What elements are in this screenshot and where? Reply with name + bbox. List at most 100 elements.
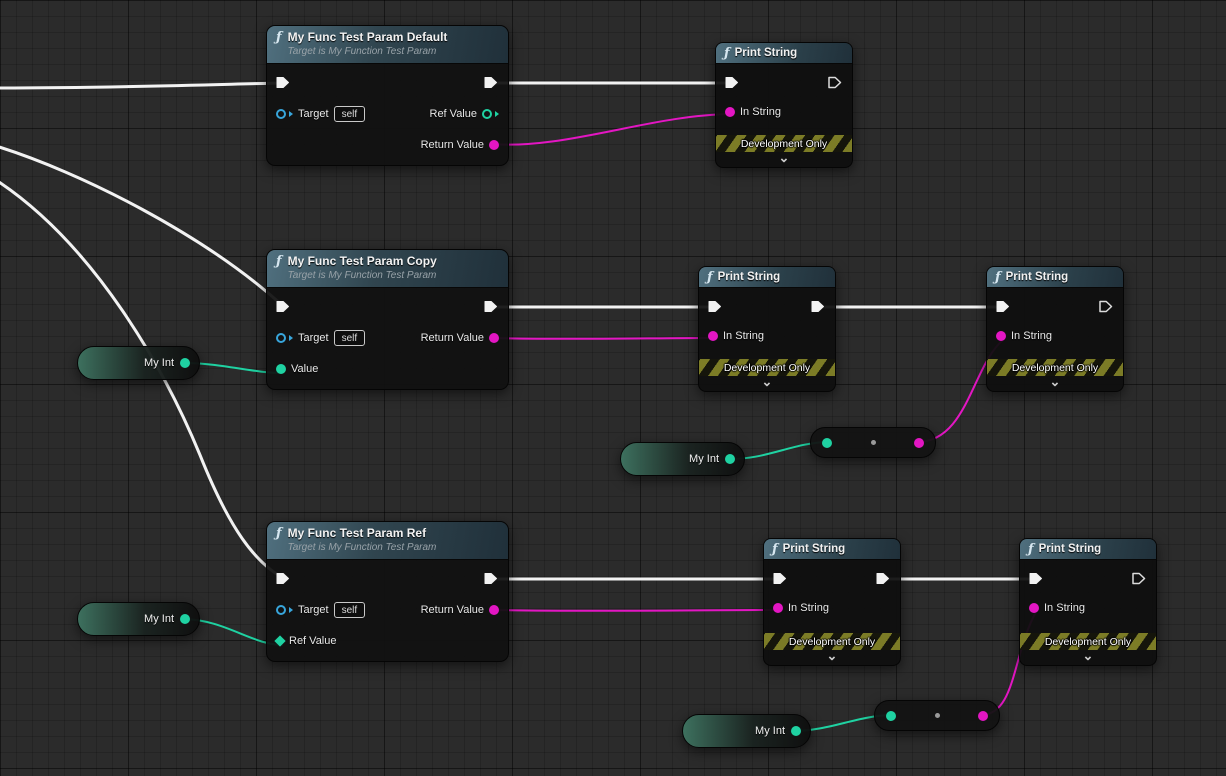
return-value-pin[interactable]	[489, 139, 499, 150]
development-only-text: Development Only	[1011, 361, 1099, 374]
string-wire-copy-to-print2[interactable]	[490, 337, 716, 340]
node-my-int-getter-3[interactable]: My Int	[77, 602, 200, 636]
node-title: My Func Test Param Default	[287, 30, 448, 44]
exec-wire-offscreen-to-copy[interactable]	[0, 145, 285, 308]
exec-in-pin[interactable]	[996, 300, 1011, 313]
node-my-func-test-param-default[interactable]: ƒ My Func Test Param Default Target is M…	[266, 25, 509, 166]
in-string-pin[interactable]	[725, 107, 735, 117]
return-value-pin[interactable]	[489, 332, 499, 343]
in-string-pin[interactable]	[996, 331, 1006, 341]
target-pin-arrow-icon	[289, 606, 293, 613]
exec-out-pin[interactable]	[484, 76, 499, 89]
ref-value-label: Ref Value	[429, 107, 478, 120]
in-string-pin[interactable]	[1029, 603, 1039, 613]
node-print-string-3[interactable]: ƒ Print String In String Development Onl…	[986, 266, 1124, 392]
target-pin[interactable]	[276, 332, 286, 343]
exec-in-pin[interactable]	[276, 76, 291, 89]
my-int-output-pin[interactable]	[180, 358, 190, 368]
collapse-chevron-icon[interactable]: ⌄	[1049, 374, 1061, 389]
collapse-chevron-icon[interactable]: ⌄	[778, 150, 790, 165]
exec-in-pin[interactable]	[1029, 572, 1044, 585]
development-only-banner: Development Only	[764, 633, 900, 650]
target-pin[interactable]	[276, 108, 286, 119]
in-string-pin[interactable]	[708, 331, 718, 341]
development-only-text: Development Only	[1044, 635, 1132, 648]
node-title: Print String	[782, 543, 846, 555]
collapse-chevron-icon[interactable]: ⌄	[1082, 648, 1094, 663]
exec-in-pin[interactable]	[276, 572, 291, 585]
node-subtitle: Target is My Function Test Param	[287, 542, 437, 553]
node-header[interactable]: ƒ Print String	[1020, 539, 1156, 560]
node-header[interactable]: ƒ Print String	[987, 267, 1123, 288]
my-int-output-pin[interactable]	[725, 454, 735, 464]
exec-out-pin[interactable]	[484, 572, 499, 585]
target-self-input[interactable]: self	[333, 329, 366, 346]
node-my-func-test-param-copy[interactable]: ƒ My Func Test Param Copy Target is My F…	[266, 249, 509, 390]
node-print-string-1[interactable]: ƒ Print String In String Development Onl…	[715, 42, 853, 168]
development-only-banner: Development Only	[1020, 633, 1156, 650]
node-header[interactable]: ƒ Print String	[716, 43, 852, 64]
in-string-label: In String	[1044, 602, 1085, 614]
collapse-chevron-icon[interactable]: ⌄	[761, 374, 773, 389]
ref-value-pin[interactable]	[274, 634, 286, 647]
string-wire-ref-to-print4[interactable]	[490, 609, 780, 612]
exec-out-pin[interactable]	[484, 300, 499, 313]
my-int-output-pin[interactable]	[180, 614, 190, 624]
conversion-input-pin[interactable]	[886, 710, 896, 721]
node-header[interactable]: ƒ My Func Test Param Ref Target is My Fu…	[267, 522, 508, 560]
target-pin[interactable]	[276, 604, 286, 615]
ref-value-pin[interactable]	[482, 108, 492, 119]
node-title: Print String	[717, 271, 781, 283]
node-title: Print String	[1005, 271, 1069, 283]
exec-wire-offscreen-to-ref[interactable]	[0, 180, 284, 580]
target-self-input[interactable]: self	[333, 601, 366, 618]
exec-out-pin[interactable]	[828, 76, 843, 89]
exec-in-pin[interactable]	[773, 572, 788, 585]
function-icon: ƒ	[995, 269, 1001, 285]
my-int-output-pin[interactable]	[791, 726, 801, 736]
exec-out-pin[interactable]	[1132, 572, 1147, 585]
conversion-dot-icon	[934, 713, 940, 718]
exec-out-pin[interactable]	[1099, 300, 1114, 313]
value-pin[interactable]	[276, 363, 286, 374]
node-my-int-getter-1[interactable]: My Int	[77, 346, 200, 380]
conversion-output-pin[interactable]	[914, 437, 924, 448]
exec-in-pin[interactable]	[276, 300, 291, 313]
node-header[interactable]: ƒ Print String	[764, 539, 900, 560]
in-string-label: In String	[1011, 330, 1052, 342]
node-my-int-getter-2[interactable]: My Int	[620, 442, 745, 476]
conversion-input-pin[interactable]	[822, 437, 832, 448]
node-my-int-getter-4[interactable]: My Int	[682, 714, 811, 748]
node-title: My Func Test Param Copy	[287, 254, 437, 268]
node-int-to-string-conversion-1[interactable]	[810, 427, 936, 458]
exec-out-pin[interactable]	[811, 300, 826, 313]
function-icon: ƒ	[276, 30, 282, 45]
node-subtitle: Target is My Function Test Param	[287, 46, 437, 57]
node-my-func-test-param-ref[interactable]: ƒ My Func Test Param Ref Target is My Fu…	[266, 521, 509, 662]
exec-in-pin[interactable]	[725, 76, 740, 89]
target-self-input[interactable]: self	[333, 105, 366, 122]
node-header[interactable]: ƒ My Func Test Param Copy Target is My F…	[267, 250, 508, 288]
node-int-to-string-conversion-2[interactable]	[874, 700, 1000, 731]
conversion-output-pin[interactable]	[978, 710, 988, 721]
return-value-pin[interactable]	[489, 604, 499, 615]
node-print-string-5[interactable]: ƒ Print String In String Development Onl…	[1019, 538, 1157, 666]
in-string-label: In String	[723, 330, 764, 342]
exec-in-pin[interactable]	[708, 300, 723, 313]
node-print-string-4[interactable]: ƒ Print String In String Development Onl…	[763, 538, 901, 666]
target-label: Target	[298, 107, 329, 120]
exec-wire-offscreen-to-default[interactable]	[0, 81, 284, 90]
exec-out-pin[interactable]	[876, 572, 891, 585]
return-value-label: Return Value	[420, 331, 484, 344]
collapse-chevron-icon[interactable]: ⌄	[826, 648, 838, 663]
node-header[interactable]: ƒ My Func Test Param Default Target is M…	[267, 26, 508, 64]
string-wire-default-to-print1[interactable]	[490, 113, 732, 146]
node-title: Print String	[734, 47, 798, 59]
node-print-string-2[interactable]: ƒ Print String In String Development Onl…	[698, 266, 836, 392]
node-header[interactable]: ƒ Print String	[699, 267, 835, 288]
in-string-pin[interactable]	[773, 603, 783, 613]
development-only-banner: Development Only	[987, 359, 1123, 376]
node-title: My Func Test Param Ref	[287, 526, 427, 540]
function-icon: ƒ	[707, 269, 713, 285]
